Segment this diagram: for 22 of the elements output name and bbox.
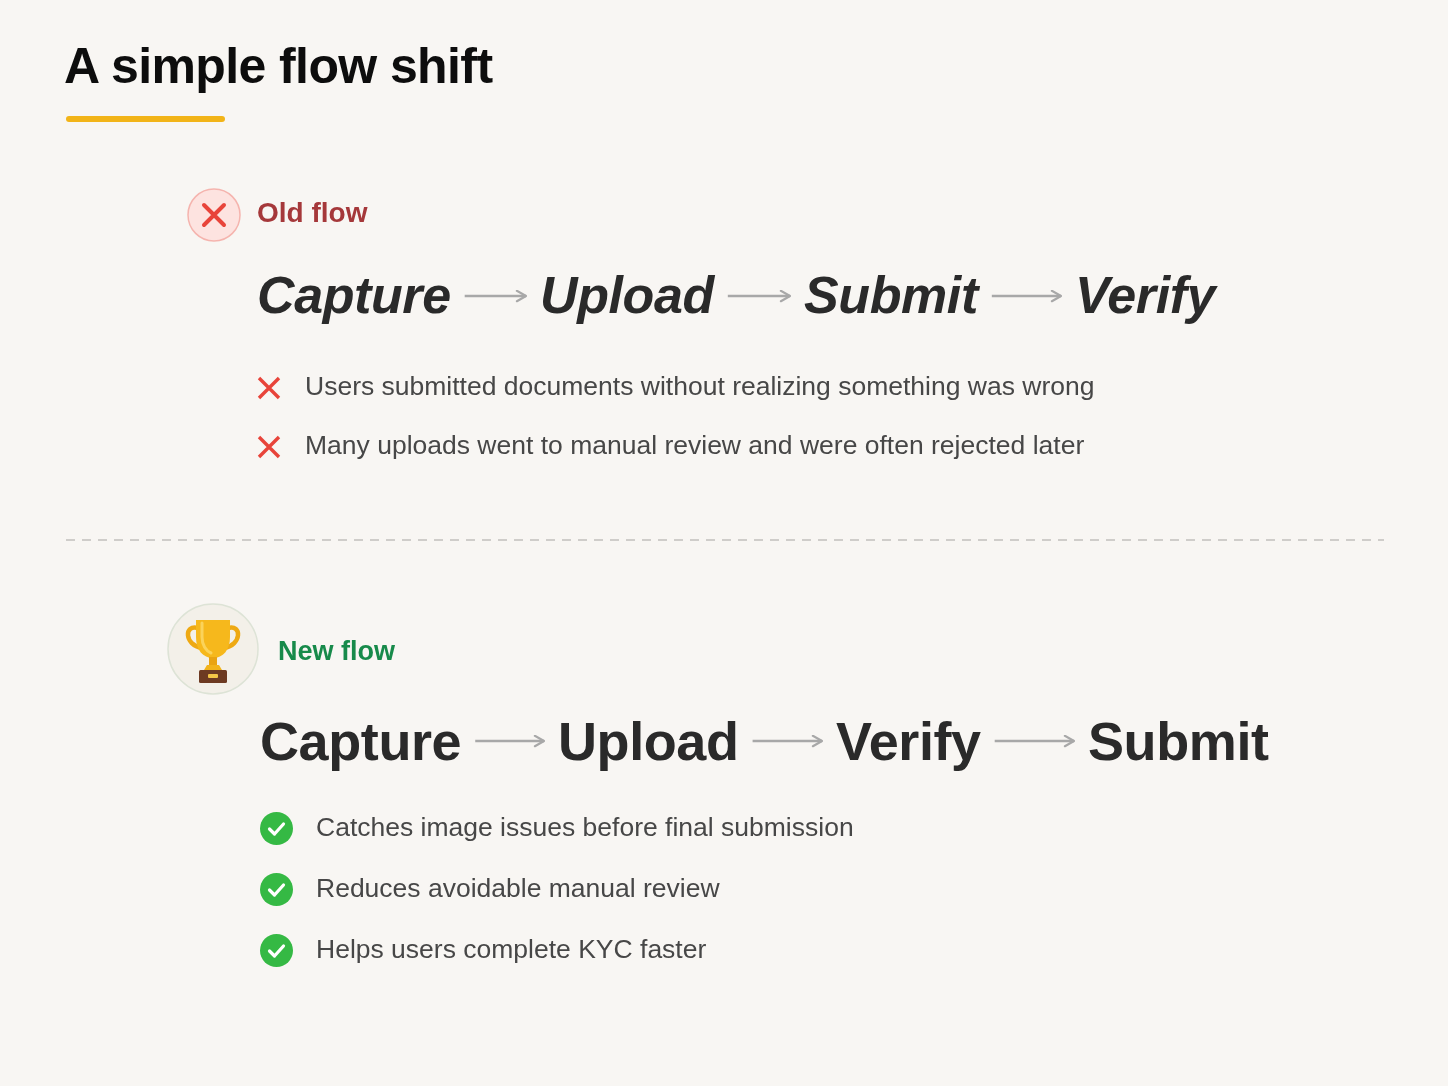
arrow (991, 289, 1063, 303)
bullet-text: Many uploads went to manual review and were often rejected later (305, 430, 1085, 462)
step-label: Submit (790, 266, 992, 326)
step-label: Verify (822, 709, 995, 773)
bullet-text: Users submitted documents without realizing something was wrong (305, 371, 1095, 403)
bullet-text: Catches image issues before final submission (316, 812, 854, 844)
arrow (727, 289, 792, 303)
section-heading: New flow (278, 634, 395, 668)
step-label: Upload (544, 709, 753, 773)
bullet-text: Helps users complete KYC faster (316, 934, 707, 966)
step-label: Capture (243, 266, 465, 326)
title: A simple flow shift (64, 38, 493, 96)
step-label: Upload (526, 266, 728, 326)
section-heading: Old flow (257, 196, 368, 230)
arrow (475, 734, 546, 748)
arrow (752, 734, 824, 748)
arrow (994, 734, 1076, 748)
arrow (464, 289, 528, 303)
step-label: Verify (1061, 266, 1230, 326)
step-label: Capture (246, 709, 476, 773)
step-label: Submit (1074, 709, 1283, 773)
bullet-text: Reduces avoidable manual review (316, 873, 720, 905)
